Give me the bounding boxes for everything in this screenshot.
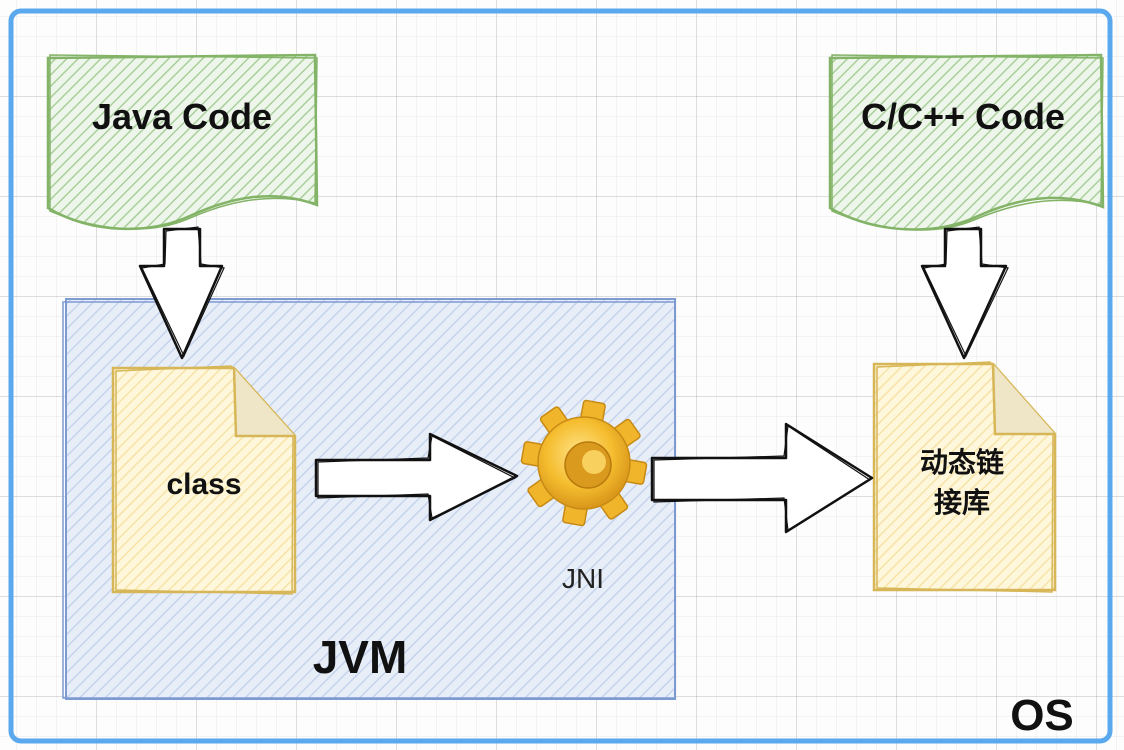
arrow-class-to-jni	[314, 432, 519, 522]
dynamic-library-file	[872, 361, 1057, 593]
class-label: class	[166, 468, 241, 501]
class-file	[111, 365, 297, 595]
gear-icon	[520, 399, 648, 527]
os-container	[8, 8, 1113, 744]
cpp-code-document	[828, 53, 1105, 231]
cpp-code-label: C/C++ Code	[861, 96, 1065, 137]
jni-label: JNI	[562, 563, 604, 594]
arrow-cpp-to-library	[920, 226, 1009, 360]
java-code-label: Java Code	[92, 96, 272, 137]
arrow-java-to-class	[138, 226, 225, 360]
dynamic-library-label-line2: 接库	[934, 486, 990, 519]
java-code-document	[46, 53, 319, 231]
jvm-label: JVM	[313, 631, 408, 683]
dynamic-library-label-line1: 动态链	[920, 446, 1004, 479]
arrow-jni-to-library	[650, 422, 874, 534]
os-label: OS	[1010, 691, 1074, 740]
